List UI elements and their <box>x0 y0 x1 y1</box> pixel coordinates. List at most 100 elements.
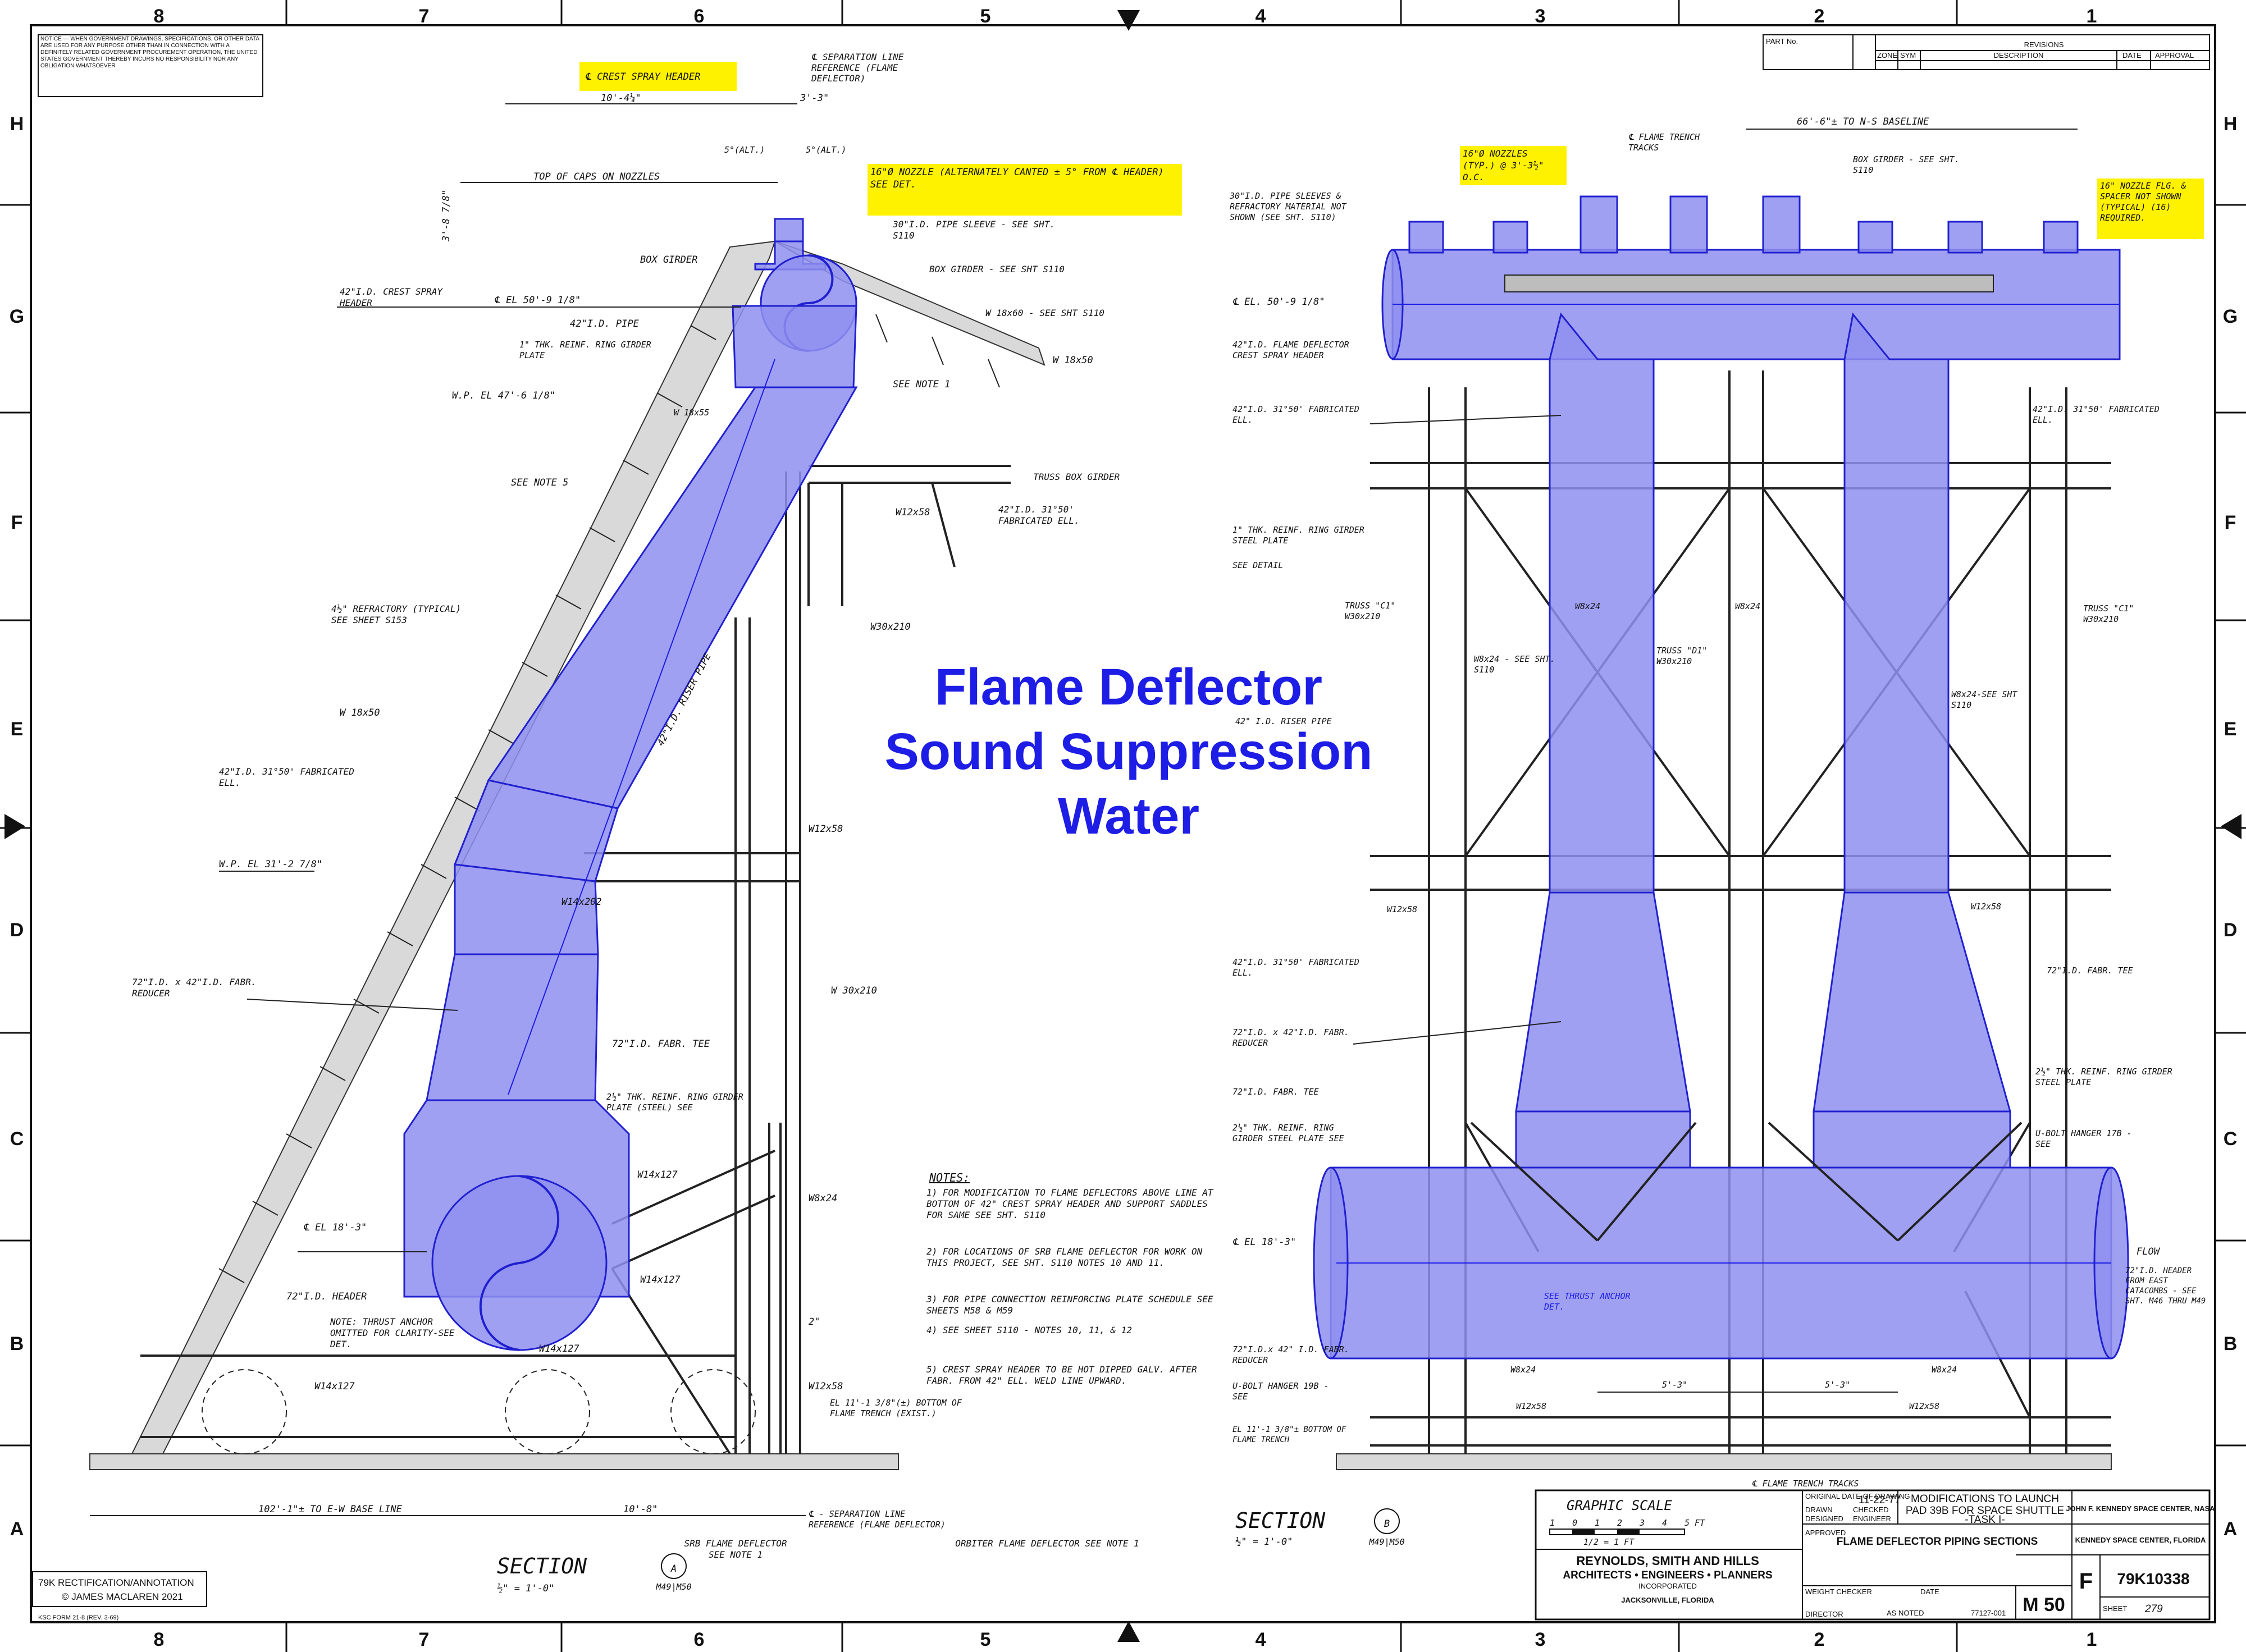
label-truss-c1-left: TRUSS "C1" W30x210 <box>1345 601 1396 621</box>
label-baseline: 66'-6"± TO N-S BASELINE <box>1797 116 1929 127</box>
label-w12x58-right-b: W12x58 <box>1971 901 2001 912</box>
label-fab-ell-right: 42"I.D. 31°50' FABRICATED ELL. <box>998 504 1080 526</box>
trench-wheels-a <box>202 1369 756 1454</box>
label-w12x58-low: W12x58 <box>809 1381 843 1392</box>
section-b-sheet: M49|M50 <box>1368 1537 1404 1547</box>
note-1: 1) FOR MODIFICATION TO FLAME DEFLECTORS … <box>926 1187 1213 1220</box>
label-pipe-sleeve: 30"I.D. PIPE SLEEVE - SEE SHT. S110 <box>893 219 1055 241</box>
section-a-bubble <box>661 1553 687 1579</box>
label-dim-top-2: 3'-3" <box>800 93 829 104</box>
label-riser-b: 42" I.D. RISER PIPE <box>1235 716 1332 726</box>
note-2: 2) FOR LOCATIONS OF SRB FLAME DEFLECTOR … <box>926 1246 1203 1268</box>
label-w18x55: W 18x55 <box>674 408 709 418</box>
label-w14x127-b: W14x127 <box>640 1274 681 1285</box>
grid-col-7-bottom: 7 <box>419 1629 430 1650</box>
label-ubolt-19: U-BOLT HANGER 19B - SEE <box>1232 1381 1329 1402</box>
tb-firm-inc: INCORPORATED <box>1638 1582 1697 1590</box>
scale-tick-1: 0 <box>1572 1518 1577 1528</box>
label-header-east: 72"I.D. HEADER FROM EAST CATACOMBS - SEE… <box>2125 1266 2206 1306</box>
nozzle-b-4 <box>1669 195 1708 254</box>
highlight-crest-spray-header <box>579 62 737 91</box>
label-srb-deflector: SRB FLAME DEFLECTOR SEE NOTE 1 <box>684 1538 787 1560</box>
label-box-girder-b: BOX GIRDER - SEE SHT. S110 <box>1853 154 1960 175</box>
tb-firm-sub: ARCHITECTS • ENGINEERS • PLANNERS <box>1563 1569 1772 1581</box>
tb-original-date: 11-22-77 <box>1859 1494 1901 1506</box>
grid-rows-right: H G F E D C B A <box>2223 113 2238 1540</box>
nozzle-b-6 <box>1857 221 1893 254</box>
label-dim-vertical: 3'-8 7/8" <box>441 190 452 242</box>
highlight-flange-b <box>2097 179 2204 239</box>
label-fabr-tee-a: 72"I.D. FABR. TEE <box>612 1038 710 1050</box>
label-w14x202: W14x202 <box>562 896 602 908</box>
form-number: KSC FORM 21-8 (REV. 3-69) <box>38 1614 118 1621</box>
label-el-50-b: ℄ EL. 50'-9 1/8" <box>1232 296 1325 308</box>
label-see-note-1-top: SEE NOTE 1 <box>893 379 950 390</box>
label-fab-ell-left: 42"I.D. 31°50' FABRICATED ELL. <box>219 766 354 788</box>
label-dim-102: 102'-1"± TO E-W BASE LINE <box>258 1504 403 1515</box>
tb-sheet-no: M 50 <box>2023 1594 2065 1616</box>
tb-job-no: 77127-001 <box>1971 1609 2006 1617</box>
section-a-letter: A <box>670 1563 677 1575</box>
label-ring-girder-left-b: 2½" THK. REINF. RING GIRDER STEEL PLATE … <box>1232 1123 1344 1143</box>
nozzle-b-1 <box>1408 221 1444 254</box>
grid-col-6: 6 <box>694 6 705 27</box>
grid-col-8-bottom: 8 <box>154 1629 165 1650</box>
notes-heading: NOTES: <box>929 1171 970 1184</box>
grid-col-4-bottom: 4 <box>1256 1629 1266 1650</box>
grid-rows-left: H G F E D C B A <box>10 113 24 1540</box>
grid-col-2: 2 <box>1814 6 1825 27</box>
grid-row-b: B <box>10 1333 24 1354</box>
center-arrow-bottom <box>1117 1621 1140 1642</box>
reducer-a <box>426 953 599 1101</box>
label-w8x24-c-b: W8x24 <box>1510 1365 1536 1375</box>
overlay-title-line-3: Water <box>1058 788 1199 845</box>
label-w14x127-a: W14x127 <box>637 1169 678 1180</box>
note-5: 5) CREST SPRAY HEADER TO BE HOT DIPPED G… <box>926 1364 1197 1386</box>
note-3: 3) FOR PIPE CONNECTION REINFORCING PLATE… <box>926 1294 1213 1316</box>
nozzle-b-3 <box>1579 195 1618 254</box>
label-w18x50-mid: W 18x50 <box>340 707 380 719</box>
grid-row-f: F <box>11 512 23 533</box>
label-truss-c1-right: TRUSS "C1" W30x210 <box>2083 603 2134 624</box>
label-w8x24-b-b: W8x24 <box>1735 601 1760 611</box>
tb-original-date-label: ORIGINAL DATE OF DRAWING <box>1805 1492 1910 1500</box>
label-fab-tee-left-b: 72"I.D. FABR. TEE <box>1232 1087 1319 1097</box>
label-trench-tracks-top: ℄ FLAME TRENCH TRACKS <box>1628 132 1700 153</box>
scale-tick-0: 1 <box>1550 1518 1555 1528</box>
credit-line-1: 79K RECTIFICATION/ANNOTATION <box>38 1577 194 1588</box>
deflector-refractory <box>131 240 776 1454</box>
label-w8x24-see-right: W8x24-SEE SHT S110 <box>1951 689 2017 710</box>
tb-row-drawn: DRAWN <box>1805 1505 1833 1514</box>
grid-row-h: H <box>10 113 24 135</box>
label-el-50: ℄ EL 50'-9 1/8" <box>494 295 581 306</box>
label-w30x210-mid: W30x210 <box>870 621 911 633</box>
grid-columns-top: 8 7 6 5 4 3 2 1 <box>154 6 2097 27</box>
grid-col-1: 1 <box>2087 6 2097 27</box>
deflector-stiffeners <box>218 314 1000 1283</box>
label-reinf-ring: 1" THK. REINF. RING GIRDER PLATE <box>519 340 651 360</box>
tb-row-checked: CHECKED <box>1853 1505 1889 1514</box>
label-el-18-b: ℄ EL 18'-3" <box>1232 1237 1296 1248</box>
notes-block: NOTES: 1) FOR MODIFICATION TO FLAME DEFL… <box>926 1171 1213 1386</box>
section-a-title: SECTION <box>497 1554 587 1578</box>
nozzle-b-7 <box>1947 221 1983 254</box>
grid-row-e: E <box>11 719 24 740</box>
tb-size: F <box>2079 1569 2093 1594</box>
grid-columns-bottom: 8 7 6 5 4 3 2 1 <box>154 1629 2097 1650</box>
label-dim-5-3-a: 5'-3" <box>1662 1380 1687 1390</box>
graphic-scale: GRAPHIC SCALE 1 0 1 2 3 4 5 FT 1/2 = 1 F… <box>1549 1498 1705 1547</box>
center-arrow-top <box>1117 10 1140 31</box>
tb-project-line-3: -TASK I- <box>1965 1514 2005 1526</box>
label-dim-2: 2" <box>809 1316 820 1328</box>
label-w30x210-low: W 30x210 <box>831 985 877 996</box>
grid-col-3: 3 <box>1535 6 1546 27</box>
credit-line-2: © JAMES MACLAREN 2021 <box>62 1591 183 1602</box>
label-w8x24-d-b: W8x24 <box>1932 1365 1957 1375</box>
nozzle-b-8 <box>2043 221 2079 254</box>
label-nozzle-wrap: 16"Ø NOZZLE (ALTERNATELY CANTED ± 5° FRO… <box>870 167 1164 190</box>
overlay-title: Flame Deflector Sound Suppression Water <box>885 658 1373 845</box>
box-girder-b <box>1504 274 1994 292</box>
note-4: 4) SEE SHEET S110 - NOTES 10, 11, & 12 <box>926 1325 1133 1335</box>
frame-steel-a <box>584 465 1011 1454</box>
